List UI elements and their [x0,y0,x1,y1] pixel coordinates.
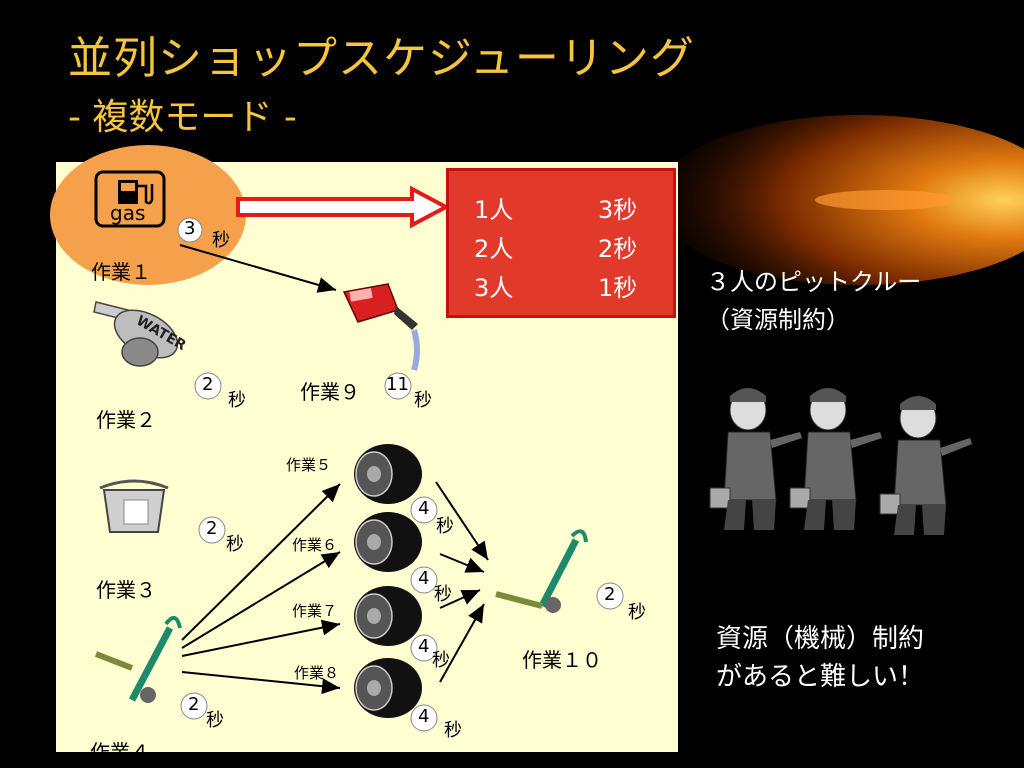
pit-crew-line2: （資源制約） [706,306,850,334]
comet-decoration [655,115,1024,285]
duration-circle-t2 [194,372,222,400]
note-line1: 資源（機械）制約 [716,624,925,654]
duration-circle-t5 [410,496,438,524]
arrow-t8-to-t10 [439,603,485,683]
tire-icon-task5 [354,444,422,504]
rule-2-people: 2人 [474,235,514,263]
duration-circle-t6 [410,566,438,594]
bucket-icon [99,479,169,533]
pit-crew-line1: ３人のピットクルー [706,268,922,296]
duration-circle-t1 [177,217,203,243]
task2-duration-number: 2 [202,374,214,395]
tire-icon-task7 [354,586,422,646]
water-can-icon: WATER [93,301,189,367]
task8-label: 作業８ [294,664,340,682]
duration-circle-t3 [198,516,226,544]
hand-truck-icon-task10 [495,529,588,613]
pit-crew-figure-3 [879,396,972,535]
task9-duration-unit: 秒 [414,390,432,411]
task9-label: 作業９ [300,380,360,404]
task5-label: 作業５ [286,456,332,474]
task2-label: 作業２ [96,408,156,432]
duration-circle-t10 [596,582,624,610]
arrow-t4-to-t6 [181,551,341,649]
task2-duration-unit: 秒 [228,390,246,411]
note-line2: があると難しい！ [716,662,925,692]
rule-3-people: 3人 [474,274,514,302]
arrow-t7-to-t10 [439,589,481,609]
task4-duration-number: 2 [188,694,200,715]
arrow-t4-to-t5 [181,483,341,641]
arrow-t1-to-t9 [179,244,337,293]
crew-time-rule-box [446,168,676,318]
task10-duration-number: 2 [604,584,616,605]
task7-label: 作業７ [292,602,338,620]
task1-label: 作業１ [91,260,151,284]
page-subtitle: - 複数モード - [68,97,297,138]
duration-circle-t8 [410,704,438,732]
task4-label: 作業４ [90,740,150,764]
task5-duration-number: 4 [418,498,430,519]
rule-1-people: 1人 [474,196,514,224]
rule-2-time: 2秒 [598,235,638,263]
task3-duration-unit: 秒 [226,534,244,555]
red-arrow [236,185,451,229]
pit-crew-figure-1 [709,388,802,530]
arrow-t4-to-t8 [181,671,341,695]
hand-truck-icon-task4 [94,616,182,703]
tire-icon-task6 [354,512,422,572]
task8-duration-number: 4 [418,706,430,727]
arrow-t6-to-t10 [439,553,485,573]
page-title: 並列ショップスケジューリング [68,33,695,84]
task5-duration-unit: 秒 [436,516,454,537]
task8-duration-unit: 秒 [444,720,462,741]
task4-duration-unit: 秒 [206,710,224,731]
arrow-t5-to-t10 [435,481,489,561]
rule-3-time: 1秒 [598,274,638,302]
gas-label: gas [110,201,146,225]
task10-duration-unit: 秒 [628,602,646,623]
rule-1-time: 3秒 [598,196,638,224]
duration-circle-t7 [410,634,438,662]
task1-duration-number: 3 [184,218,196,239]
pit-crew-figure-2 [789,388,882,530]
task3-duration-number: 2 [206,518,218,539]
duration-circle-t9 [384,372,412,400]
fuel-can-icon [342,283,420,371]
arrow-t4-to-t7 [181,619,341,657]
task10-label: 作業１０ [522,648,602,672]
task7-duration-unit: 秒 [432,650,450,671]
task6-duration-unit: 秒 [434,584,452,605]
task6-label: 作業６ [292,536,338,554]
task9-duration-number: 11 [386,374,409,395]
task6-duration-number: 4 [418,568,430,589]
gas-pump-icon [94,170,166,228]
task1-duration-unit: 秒 [212,230,230,251]
duration-circle-t4 [180,692,208,720]
task7-duration-number: 4 [418,636,430,657]
tire-icon-task8 [354,658,422,718]
task3-label: 作業３ [96,578,156,602]
